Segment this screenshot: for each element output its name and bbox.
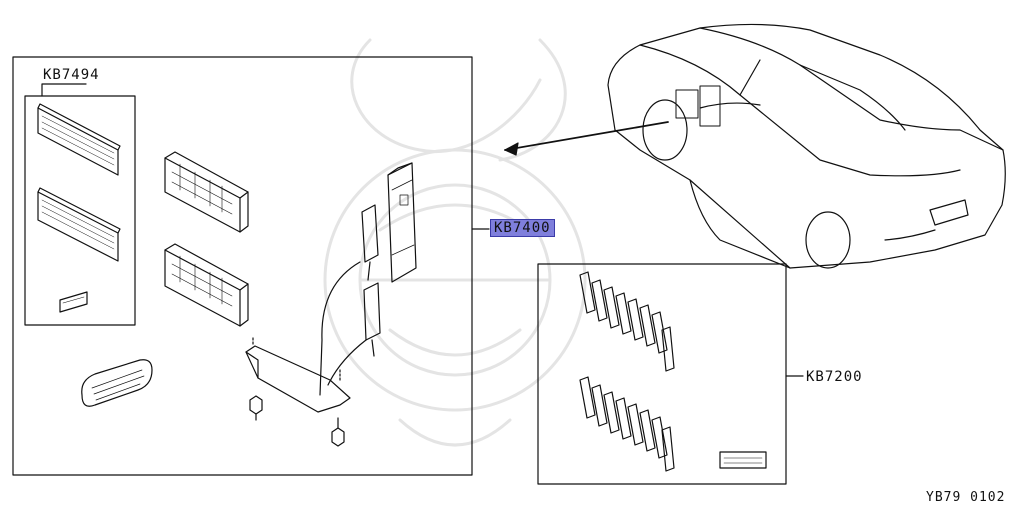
connector-block-upper — [164, 151, 249, 233]
kit-kb7494-box — [24, 95, 136, 326]
bolt-right-icon — [331, 417, 345, 447]
clip-row-upper — [579, 271, 675, 372]
kb7494-leader — [41, 83, 87, 97]
connector-block-lower — [164, 243, 249, 327]
kit-kb7200-label[interactable]: KB7200 — [806, 369, 863, 385]
kit-kb7400-box — [12, 56, 473, 476]
relay-assembly — [245, 162, 417, 413]
location-arrow-icon — [504, 121, 669, 156]
label-sheet-large-1 — [37, 103, 121, 176]
car-outline — [607, 23, 1006, 269]
watermark-emblem — [323, 38, 587, 447]
label-sheet-large-2 — [37, 187, 121, 262]
kit-kb7400-label[interactable]: KB7400 — [490, 219, 555, 237]
grille-tag — [81, 359, 153, 407]
small-label-card — [719, 451, 767, 469]
label-sheet-small — [59, 291, 88, 313]
kit-kb7200-box — [537, 263, 787, 485]
bolt-left-icon — [249, 395, 263, 421]
kit-kb7494-label[interactable]: KB7494 — [43, 67, 100, 83]
figure-code: YB79 0102 — [926, 490, 1006, 505]
clip-row-lower — [579, 376, 675, 472]
